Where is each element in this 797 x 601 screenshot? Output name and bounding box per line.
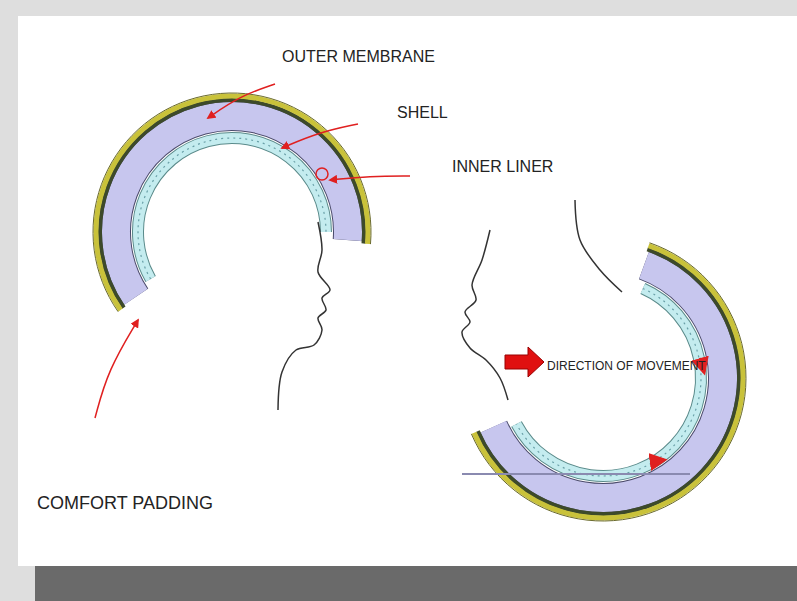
inner-liner-edge (116, 116, 348, 297)
part-label: DIRECTION OF MOVEMENT (547, 360, 706, 373)
leader-line (282, 124, 358, 148)
neck-line (575, 200, 622, 292)
outer-membrane (474, 246, 743, 518)
outer-membrane-edge (471, 243, 746, 521)
comfort-padding-edge (516, 288, 701, 476)
helmet-upright (93, 93, 371, 312)
inner-liner-edge (493, 265, 723, 498)
comfort-padding-edge (138, 138, 326, 279)
slide-arrow (650, 460, 664, 462)
helmet-impact (471, 243, 746, 521)
comfort-padding (138, 138, 326, 279)
direction-arrow (505, 347, 544, 377)
label-box: INNER LINER (452, 158, 553, 176)
part-label: OUTER MEMBRANE (282, 48, 435, 66)
part-label: SHELL (397, 104, 448, 122)
part-label: COMFORT PADDING (37, 494, 213, 514)
leader-line (95, 320, 138, 418)
leader-line (208, 84, 275, 118)
comfort-padding (516, 288, 701, 476)
inner-liner (493, 265, 723, 498)
footer-bar (35, 566, 797, 601)
leader-line (330, 176, 410, 180)
outer-membrane-edge (93, 93, 371, 312)
padding-texture (138, 138, 326, 279)
leader-ring (316, 168, 328, 180)
part-label: INNER LINER (452, 158, 553, 176)
head-profile (278, 222, 330, 410)
outer-membrane (96, 96, 368, 310)
panel (18, 16, 797, 566)
label-box: OUTER MEMBRANE (282, 48, 435, 66)
label-box: SHELL (397, 104, 448, 122)
head-profile (462, 230, 508, 400)
padding-texture (516, 288, 701, 476)
label-box: DIRECTION OF MOVEMENT (547, 360, 706, 373)
inner-liner (116, 116, 348, 297)
ground-line (462, 473, 690, 475)
label-box: COMFORT PADDING (37, 494, 213, 514)
